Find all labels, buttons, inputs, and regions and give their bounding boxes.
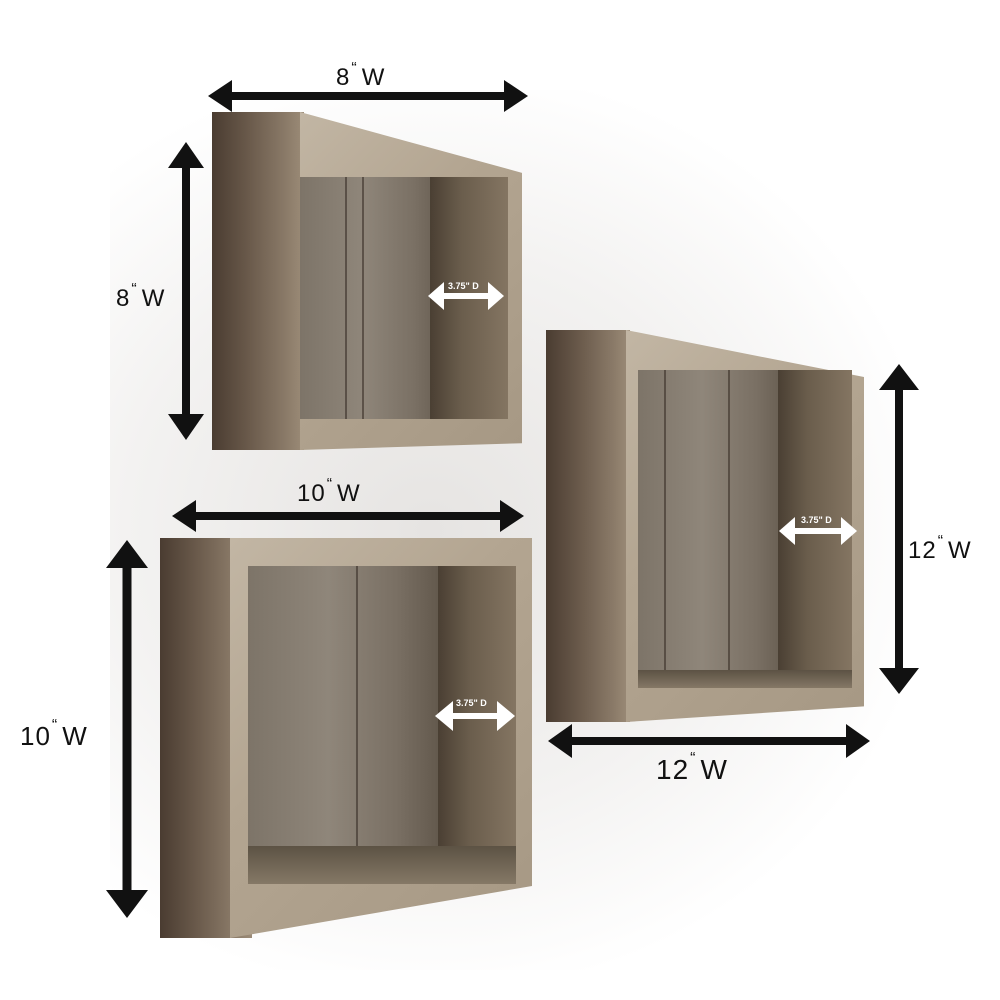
medium-height-arrow-icon (106, 540, 148, 918)
small-depth-arrow-icon (428, 282, 504, 310)
plank-seam (664, 370, 666, 688)
dimension-suffix: W (948, 537, 972, 564)
medium-width-label: 10“W (297, 476, 361, 508)
inch-mark: “ (937, 533, 945, 550)
large-depth-label: 3.75" D (801, 515, 832, 525)
medium-width-arrow-icon (172, 500, 524, 532)
plank-seam (345, 177, 347, 419)
large-shelf-side (546, 330, 630, 722)
medium-depth-label: 3.75" D (456, 698, 487, 708)
large-width-label: 12“W (656, 750, 728, 786)
inch-mark: “ (690, 750, 697, 767)
dimension-value: 10 (20, 721, 51, 751)
small-shelf (212, 112, 522, 450)
small-depth-label: 3.75" D (448, 281, 479, 291)
dimension-value: 12 (908, 537, 937, 564)
plank-seam (728, 370, 730, 688)
inch-mark: “ (51, 717, 59, 734)
plank-seam (362, 177, 364, 419)
medium-shelf-back-panel (248, 566, 516, 884)
plank-seam (356, 566, 358, 884)
medium-depth-arrow-icon (435, 701, 515, 731)
inch-mark: “ (351, 60, 358, 77)
dimension-suffix: W (361, 64, 386, 91)
large-height-label: 12“W (908, 533, 972, 565)
medium-shelf-inner-floor (248, 846, 516, 884)
large-depth-arrow-icon (779, 517, 857, 545)
dimension-value: 12 (656, 754, 690, 785)
small-height-arrow-icon (168, 142, 204, 440)
medium-shelf (160, 538, 532, 938)
dimension-suffix: W (141, 285, 166, 312)
large-height-arrow-icon (879, 364, 919, 694)
small-shelf-side (212, 112, 304, 450)
medium-height-label: 10“W (20, 717, 88, 752)
large-width-arrow-icon (548, 724, 870, 758)
inch-mark: “ (326, 476, 334, 493)
dimension-suffix: W (62, 721, 88, 751)
dimension-value: 8 (116, 285, 131, 312)
dimension-suffix: W (700, 754, 728, 785)
small-height-label: 8“W (116, 281, 166, 313)
dimension-value: 8 (336, 64, 351, 91)
dimension-suffix: W (337, 480, 361, 507)
inch-mark: “ (131, 281, 138, 298)
large-shelf-inner-floor (638, 670, 852, 688)
dimension-value: 10 (297, 480, 326, 507)
small-width-arrow-icon (208, 80, 528, 112)
small-width-label: 8“W (336, 60, 386, 92)
